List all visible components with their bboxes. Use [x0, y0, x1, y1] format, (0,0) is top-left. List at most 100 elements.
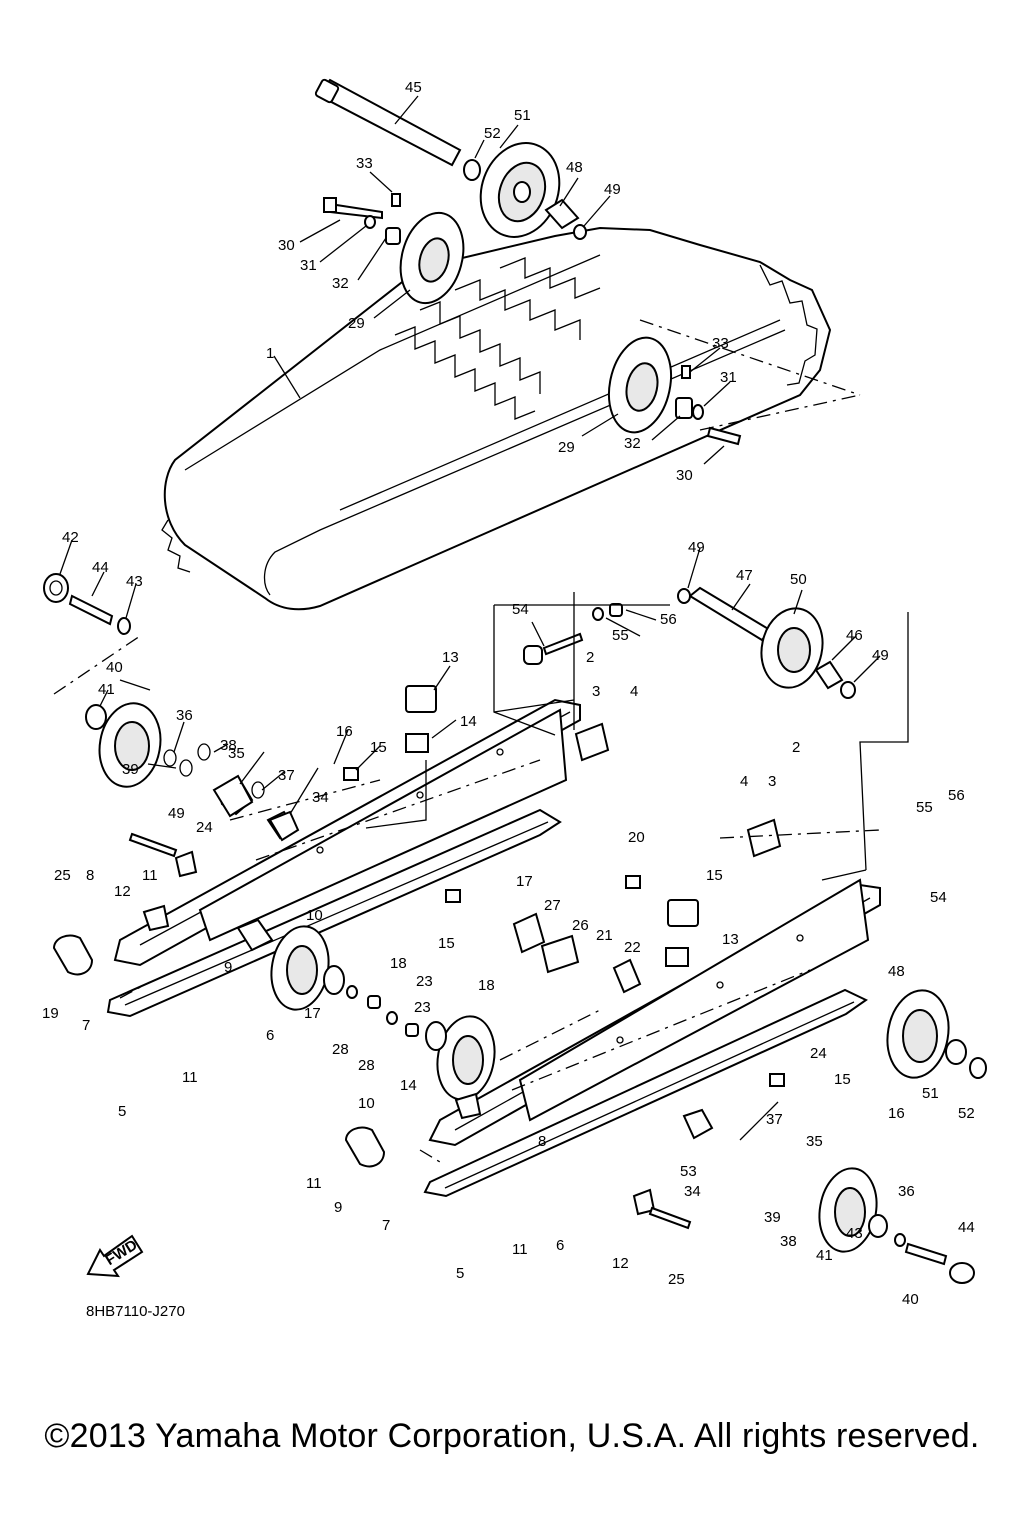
callout-48: 48: [566, 159, 583, 176]
left-slide-rail: [106, 698, 581, 1018]
right-front-wheel-group: [818, 989, 987, 1284]
callout-14: 14: [400, 1077, 417, 1094]
drawing-code: 8HB7110-J270: [86, 1303, 185, 1320]
callout-46: 46: [846, 627, 863, 644]
callout-11: 11: [182, 1069, 198, 1086]
callout-49: 49: [168, 805, 185, 822]
callout-27: 27: [544, 897, 561, 914]
callout-49: 49: [688, 539, 705, 556]
callout-37: 37: [766, 1111, 783, 1128]
callout-47: 47: [736, 567, 753, 584]
callout-52: 52: [484, 125, 501, 142]
callout-5: 5: [118, 1103, 126, 1120]
callout-16: 16: [336, 723, 353, 740]
callout-45: 45: [405, 79, 422, 96]
callout-56: 56: [948, 787, 965, 804]
callout-6: 6: [556, 1237, 564, 1254]
callout-44: 44: [958, 1219, 975, 1236]
callout-21: 21: [596, 927, 613, 944]
callout-53: 53: [680, 1163, 697, 1180]
callout-19: 19: [42, 1005, 59, 1022]
leader-lines: [53, 95, 909, 1163]
callout-8: 8: [86, 867, 94, 884]
callout-31: 31: [720, 369, 737, 386]
callout-6: 6: [266, 1027, 274, 1044]
callout-30: 30: [278, 237, 295, 254]
callout-29: 29: [348, 315, 365, 332]
callout-38: 38: [220, 737, 237, 754]
callout-24: 24: [810, 1045, 827, 1062]
callout-56: 56: [660, 611, 677, 628]
track-belt: [161, 226, 832, 611]
callout-32: 32: [624, 435, 641, 452]
callout-7: 7: [82, 1017, 90, 1034]
callout-10: 10: [358, 1095, 375, 1112]
callout-18: 18: [478, 977, 495, 994]
callout-9: 9: [224, 959, 232, 976]
callout-41: 41: [98, 681, 115, 698]
callout-51: 51: [514, 107, 531, 124]
callout-24: 24: [196, 819, 213, 836]
callout-5: 5: [456, 1265, 464, 1282]
callout-33: 33: [712, 335, 729, 352]
callout-34: 34: [312, 789, 329, 806]
callout-2: 2: [586, 649, 594, 666]
forward-direction-arrow: FWD: [86, 1234, 144, 1278]
left-rear-wheel-group: [43, 573, 296, 840]
callout-20: 20: [628, 829, 645, 846]
callout-7: 7: [382, 1217, 390, 1234]
callout-32: 32: [332, 275, 349, 292]
callout-54: 54: [512, 601, 529, 618]
callout-31: 31: [300, 257, 317, 274]
callout-3: 3: [768, 773, 776, 790]
callout-16: 16: [888, 1105, 905, 1122]
callout-52: 52: [958, 1105, 975, 1122]
callout-25: 25: [668, 1271, 685, 1288]
callout-55: 55: [612, 627, 629, 644]
callout-50: 50: [790, 571, 807, 588]
callout-48: 48: [888, 963, 905, 980]
copyright-notice: ©2013 Yamaha Motor Corporation, U.S.A. A…: [44, 1417, 980, 1455]
callout-18: 18: [390, 955, 407, 972]
callout-43: 43: [126, 573, 143, 590]
callout-39: 39: [764, 1209, 781, 1226]
callout-15: 15: [834, 1071, 851, 1088]
callout-15: 15: [706, 867, 723, 884]
callout-36: 36: [898, 1183, 915, 1200]
callout-12: 12: [114, 883, 131, 900]
callout-13: 13: [722, 931, 739, 948]
callout-55: 55: [916, 799, 933, 816]
upper-right-shaft: [523, 586, 856, 699]
callout-23: 23: [416, 973, 433, 990]
callout-42: 42: [62, 529, 79, 546]
callout-2: 2: [792, 739, 800, 756]
small-hardware: [52, 685, 785, 1230]
callout-9: 9: [334, 1199, 342, 1216]
callout-22: 22: [624, 939, 641, 956]
callout-37: 37: [278, 767, 295, 784]
callout-35: 35: [806, 1133, 823, 1150]
parts-exploded-diagram: FWD 455152334849303132291333129323042444…: [0, 0, 987, 1308]
callout-11: 11: [512, 1241, 528, 1258]
callout-42: 42: [0, 0, 17, 4]
callout-30: 30: [676, 467, 693, 484]
callout-28: 28: [332, 1041, 349, 1058]
callout-36: 36: [176, 707, 193, 724]
callout-26: 26: [572, 917, 589, 934]
callout-39: 39: [122, 761, 139, 778]
callout-4: 4: [630, 683, 638, 700]
callout-11: 11: [142, 867, 158, 884]
callout-40: 40: [902, 1291, 919, 1308]
callout-44: 44: [92, 559, 109, 576]
callout-33: 33: [356, 155, 373, 172]
callout-1: 1: [266, 345, 274, 362]
callout-35: 35: [228, 745, 245, 762]
callout-43: 43: [846, 1225, 863, 1242]
callout-15: 15: [438, 935, 455, 952]
callout-10: 10: [306, 907, 323, 924]
callout-29: 29: [558, 439, 575, 456]
callout-3: 3: [592, 683, 600, 700]
callout-34: 34: [684, 1183, 701, 1200]
callout-23: 23: [414, 999, 431, 1016]
